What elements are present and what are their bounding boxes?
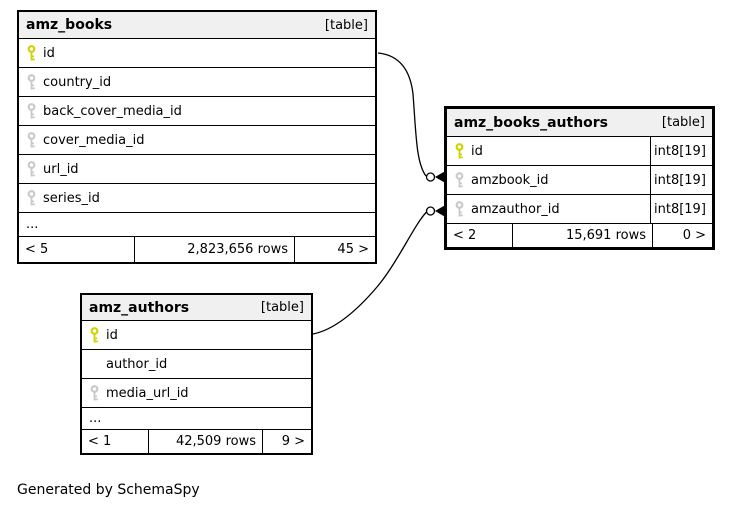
relationship-curve <box>377 52 427 177</box>
column-row: id <box>19 39 375 68</box>
table-footer: < 1 42,509 rows 9 > <box>82 430 311 453</box>
table-amz-books-authors[interactable]: amz_books_authors [table] id int8[19] am… <box>444 106 715 250</box>
column-name: amzbook_id <box>471 172 549 188</box>
column-row: id <box>82 321 311 350</box>
row-count: 2,823,656 rows <box>134 237 294 262</box>
parents-count: < 5 <box>25 242 49 257</box>
foreign-key-icon <box>26 189 37 207</box>
table-title: amz_authors <box>89 299 190 316</box>
table-footer: < 5 2,823,656 rows 45 > <box>19 237 375 262</box>
column-row: id int8[19] <box>447 137 712 166</box>
parents-count: < 1 <box>88 434 112 449</box>
column-name: amzauthor_id <box>471 201 560 217</box>
generated-by-caption: Generated by SchemaSpy <box>17 482 200 498</box>
foreign-key-icon <box>454 171 465 189</box>
column-name: back_cover_media_id <box>43 103 182 119</box>
column-name: series_id <box>43 190 100 206</box>
children-count: 0 > <box>652 224 712 247</box>
table-header[interactable]: amz_authors [table] <box>82 295 311 321</box>
ellipsis-text: ... <box>89 411 102 426</box>
table-amz-authors[interactable]: amz_authors [table] id author_id media_u… <box>80 293 313 455</box>
row-count: 42,509 rows <box>148 430 262 453</box>
column-row: amzauthor_id int8[19] <box>447 195 712 224</box>
column-type: int8[19] <box>650 166 712 194</box>
column-name: cover_media_id <box>43 132 145 148</box>
table-tag: [table] <box>661 115 705 130</box>
relationship-books-to-booksauthors <box>377 52 445 183</box>
column-name: id <box>471 143 483 159</box>
foreign-key-icon <box>454 200 465 218</box>
column-row: author_id <box>82 350 311 379</box>
zero-many-circle-marker <box>425 172 436 182</box>
column-name: id <box>43 45 55 61</box>
table-tag: [table] <box>260 300 304 315</box>
primary-key-icon <box>26 44 37 62</box>
table-footer: < 2 15,691 rows 0 > <box>447 224 712 247</box>
foreign-key-icon <box>89 384 100 402</box>
column-row: series_id <box>19 184 375 213</box>
column-name: id <box>106 327 118 343</box>
more-columns-row: ... <box>82 408 311 430</box>
primary-key-icon <box>454 142 465 160</box>
foreign-key-icon <box>26 131 37 149</box>
table-tag: [table] <box>324 17 368 33</box>
table-title: amz_books <box>26 17 113 33</box>
column-name: media_url_id <box>106 385 189 401</box>
column-type: int8[19] <box>650 195 712 223</box>
column-row: cover_media_id <box>19 126 375 155</box>
table-header[interactable]: amz_books [table] <box>19 12 375 39</box>
children-count: 9 > <box>262 430 311 453</box>
column-row: back_cover_media_id <box>19 97 375 126</box>
parents-count: < 2 <box>453 228 477 243</box>
column-type: int8[19] <box>650 137 712 165</box>
column-name: url_id <box>43 161 79 177</box>
column-name: author_id <box>106 356 168 372</box>
foreign-key-icon <box>26 102 37 120</box>
column-name: country_id <box>43 74 112 90</box>
table-amz-books[interactable]: amz_books [table] id country_id back_cov… <box>17 10 377 264</box>
column-row: media_url_id <box>82 379 311 408</box>
row-count: 15,691 rows <box>512 224 652 247</box>
foreign-key-icon <box>26 160 37 178</box>
column-row: url_id <box>19 155 375 184</box>
table-title: amz_books_authors <box>454 114 609 131</box>
primary-key-icon <box>89 326 100 344</box>
children-count: 45 > <box>294 237 375 262</box>
ellipsis-text: ... <box>26 217 39 232</box>
column-row: country_id <box>19 68 375 97</box>
column-row: amzbook_id int8[19] <box>447 166 712 195</box>
more-columns-row: ... <box>19 213 375 237</box>
foreign-key-icon <box>26 73 37 91</box>
zero-many-circle-marker <box>425 206 436 216</box>
table-header[interactable]: amz_books_authors [table] <box>447 109 712 137</box>
